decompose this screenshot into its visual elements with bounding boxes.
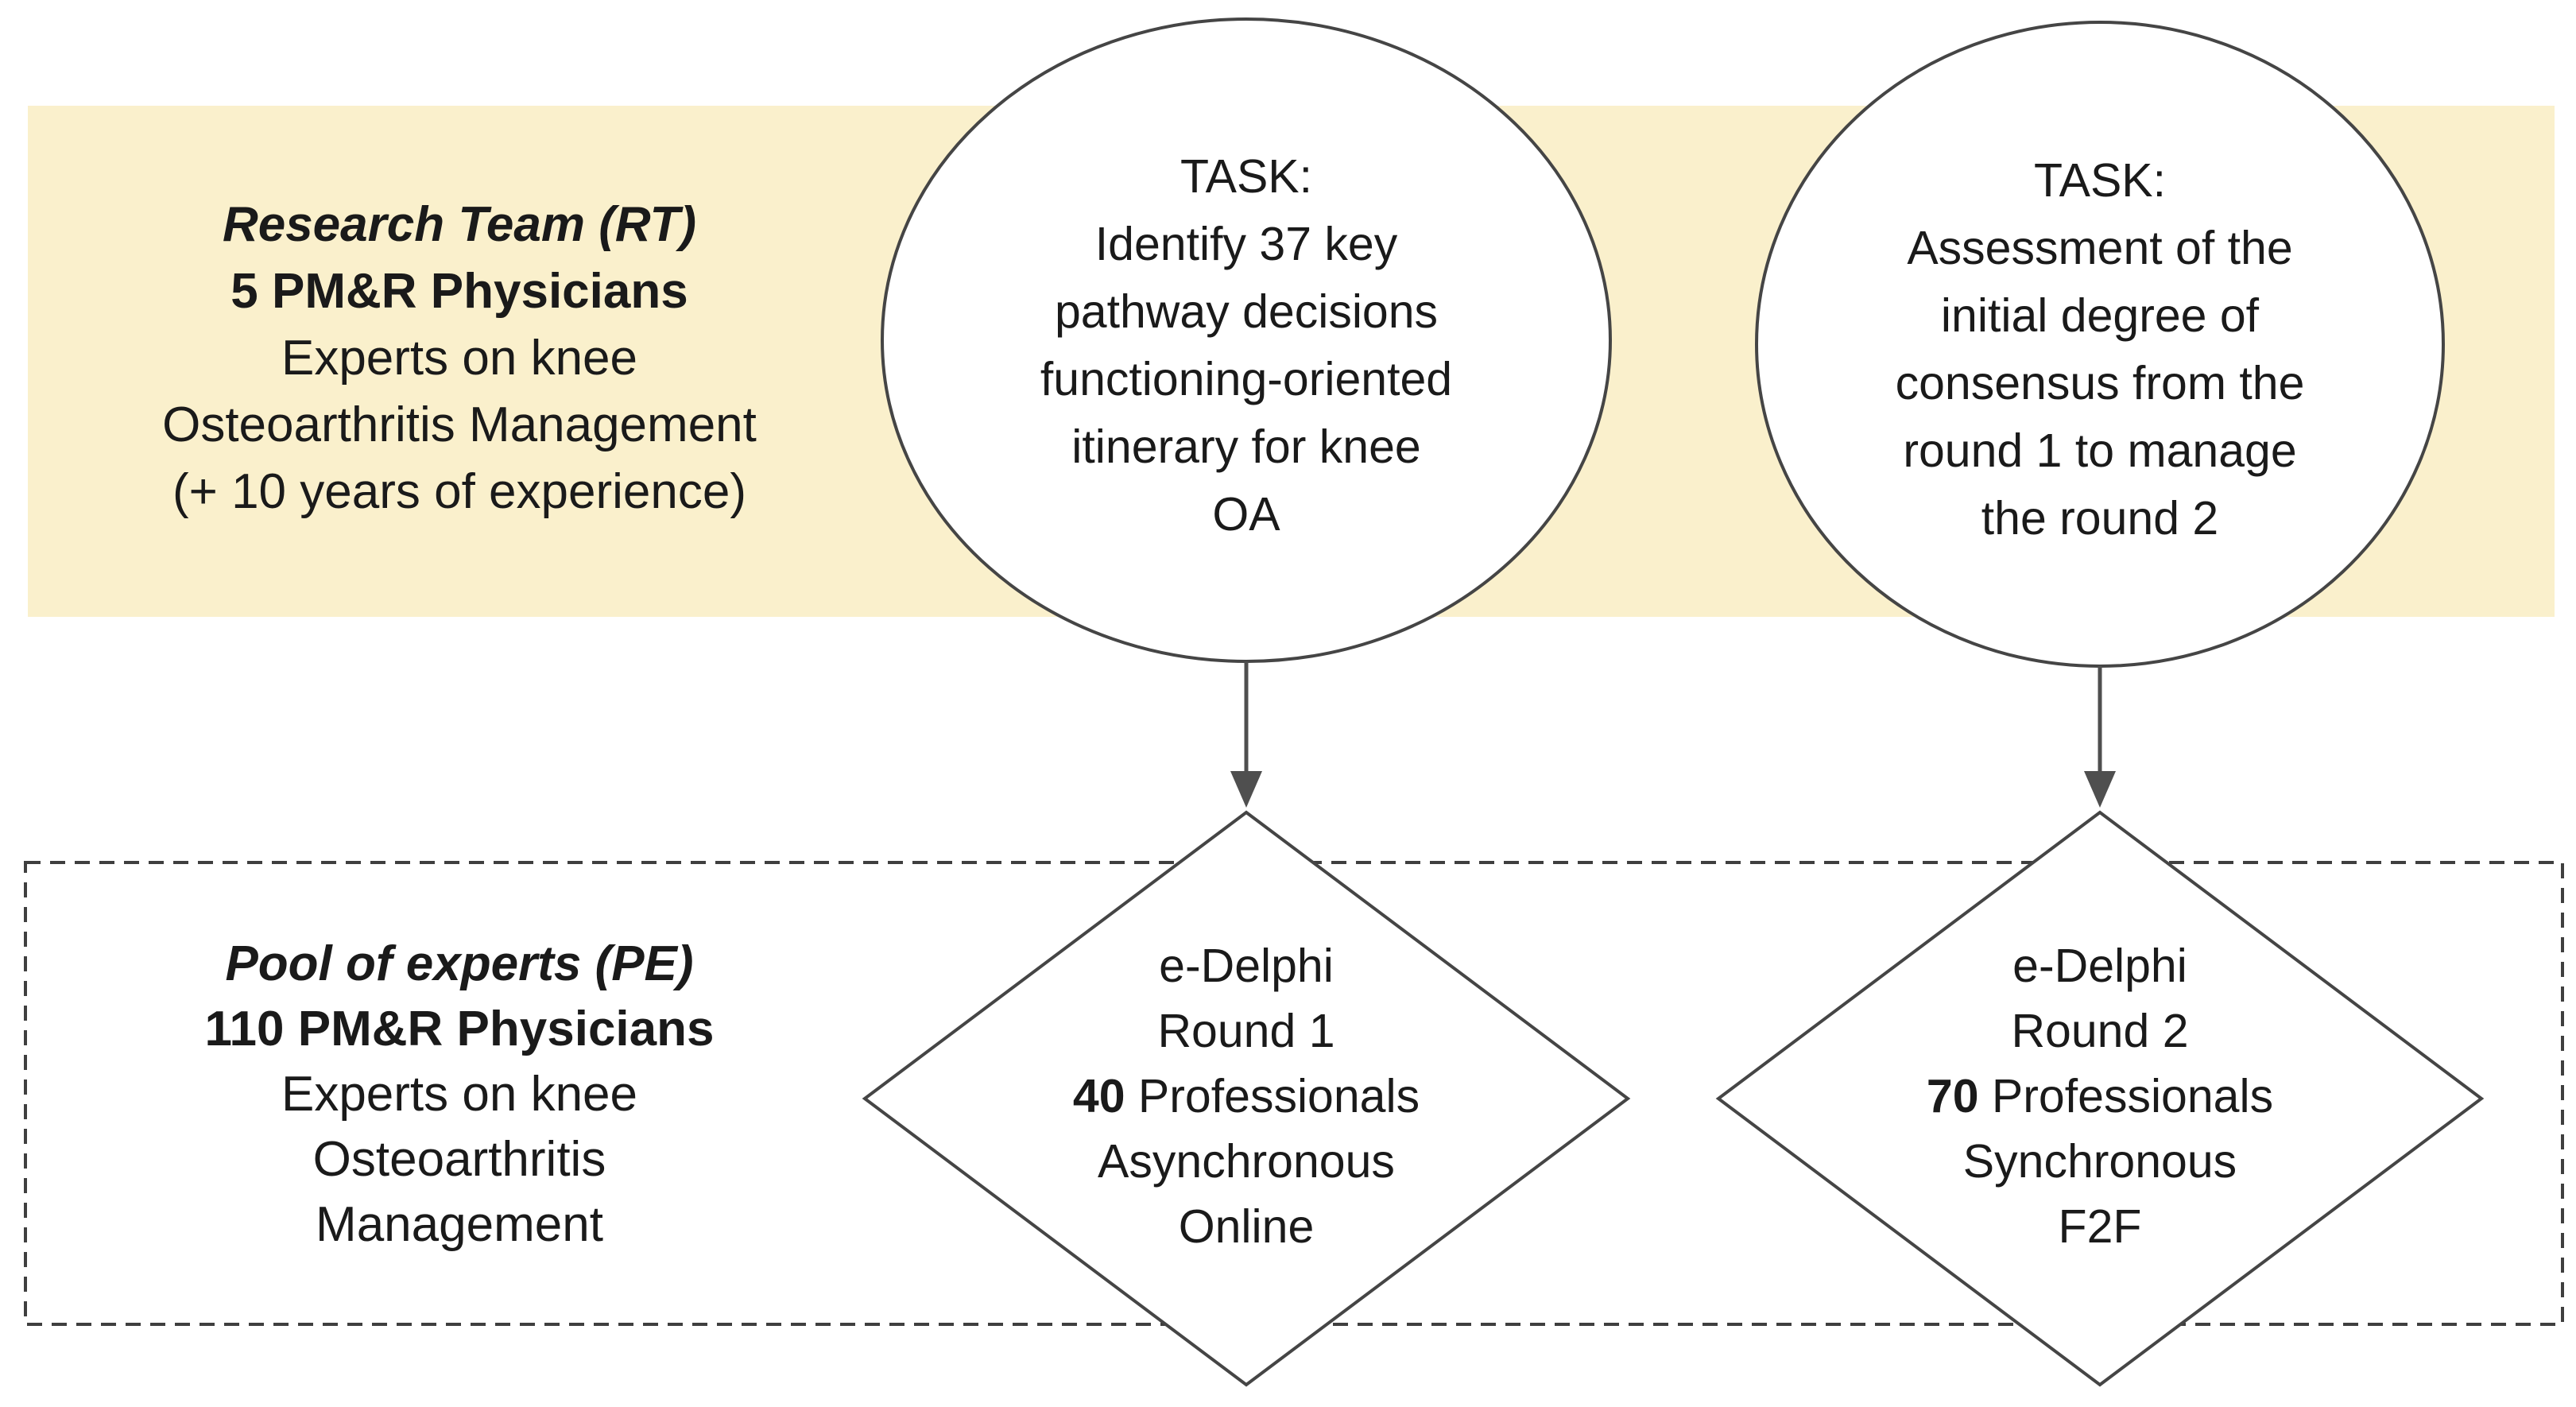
- research-team-title: Research Team (RT): [222, 197, 697, 252]
- task2-heading: TASK:: [2033, 154, 2167, 207]
- research-team-desc-2: Osteoarthritis Management: [162, 397, 757, 452]
- round1-channel: Online: [1178, 1200, 1315, 1253]
- task2-line-3: initial degree of: [1940, 289, 2260, 342]
- round2-mode: Synchronous: [1962, 1135, 2237, 1188]
- task1-line-6: OA: [1212, 488, 1280, 541]
- round1-participant-count: 40: [1072, 1070, 1125, 1122]
- round2-label: e-Delphi Round 2 70 Professionals Synchr…: [1822, 933, 2378, 1259]
- pool-desc-3: Management: [316, 1197, 603, 1252]
- round2-participant-unit: Professionals: [1978, 1070, 2274, 1122]
- task1-line-2: Identify 37 key: [1094, 218, 1398, 270]
- research-team-label: Research Team (RT) 5 PM&R Physicians Exp…: [62, 192, 857, 525]
- arrow2-down-head-icon: [2084, 771, 2116, 808]
- round1-method: e-Delphi: [1159, 940, 1334, 992]
- research-team-count: 5 PM&R Physicians: [230, 264, 688, 319]
- round1-name: Round 1: [1157, 1005, 1335, 1057]
- round2-diamond: [1715, 810, 2485, 1387]
- task1-line-4: functioning-oriented: [1040, 353, 1453, 405]
- arrow1-down-head-icon: [1230, 771, 1262, 808]
- round1-participants: 40 Professionals: [968, 1064, 1524, 1129]
- pool-desc-1: Experts on knee: [281, 1067, 638, 1122]
- task1-line-5: itinerary for knee: [1071, 421, 1421, 473]
- task2-line-2: Assessment of the: [1907, 222, 2293, 274]
- task1-heading: TASK:: [1180, 150, 1313, 203]
- round1-label: e-Delphi Round 1 40 Professionals Asynch…: [968, 933, 1524, 1259]
- task2-label: TASK: Assessment of the initial degree o…: [1774, 147, 2426, 552]
- research-team-desc-3: (+ 10 years of experience): [172, 464, 746, 519]
- task1-line-3: pathway decisions: [1054, 285, 1439, 338]
- task1-label: TASK: Identify 37 key pathway decisions …: [920, 143, 1572, 548]
- round1-participant-unit: Professionals: [1125, 1070, 1420, 1122]
- pool-of-experts-label: Pool of experts (PE) 110 PM&R Physicians…: [62, 932, 857, 1258]
- pool-count: 110 PM&R Physicians: [204, 1002, 715, 1056]
- round2-name: Round 2: [2011, 1005, 2189, 1057]
- round1-diamond: [862, 810, 1631, 1387]
- task2-line-6: the round 2: [1981, 492, 2219, 545]
- round2-method: e-Delphi: [2012, 940, 2187, 992]
- round1-mode: Asynchronous: [1098, 1135, 1395, 1188]
- round2-participants: 70 Professionals: [1822, 1064, 2378, 1129]
- pool-desc-2: Osteoarthritis: [312, 1132, 606, 1187]
- round2-participant-count: 70: [1926, 1070, 1979, 1122]
- research-team-desc-1: Experts on knee: [281, 331, 638, 386]
- task2-line-4: consensus from the: [1895, 357, 2305, 409]
- task2-line-5: round 1 to manage: [1903, 424, 2297, 477]
- round2-channel: F2F: [2058, 1200, 2142, 1253]
- pool-title: Pool of experts (PE): [225, 936, 694, 991]
